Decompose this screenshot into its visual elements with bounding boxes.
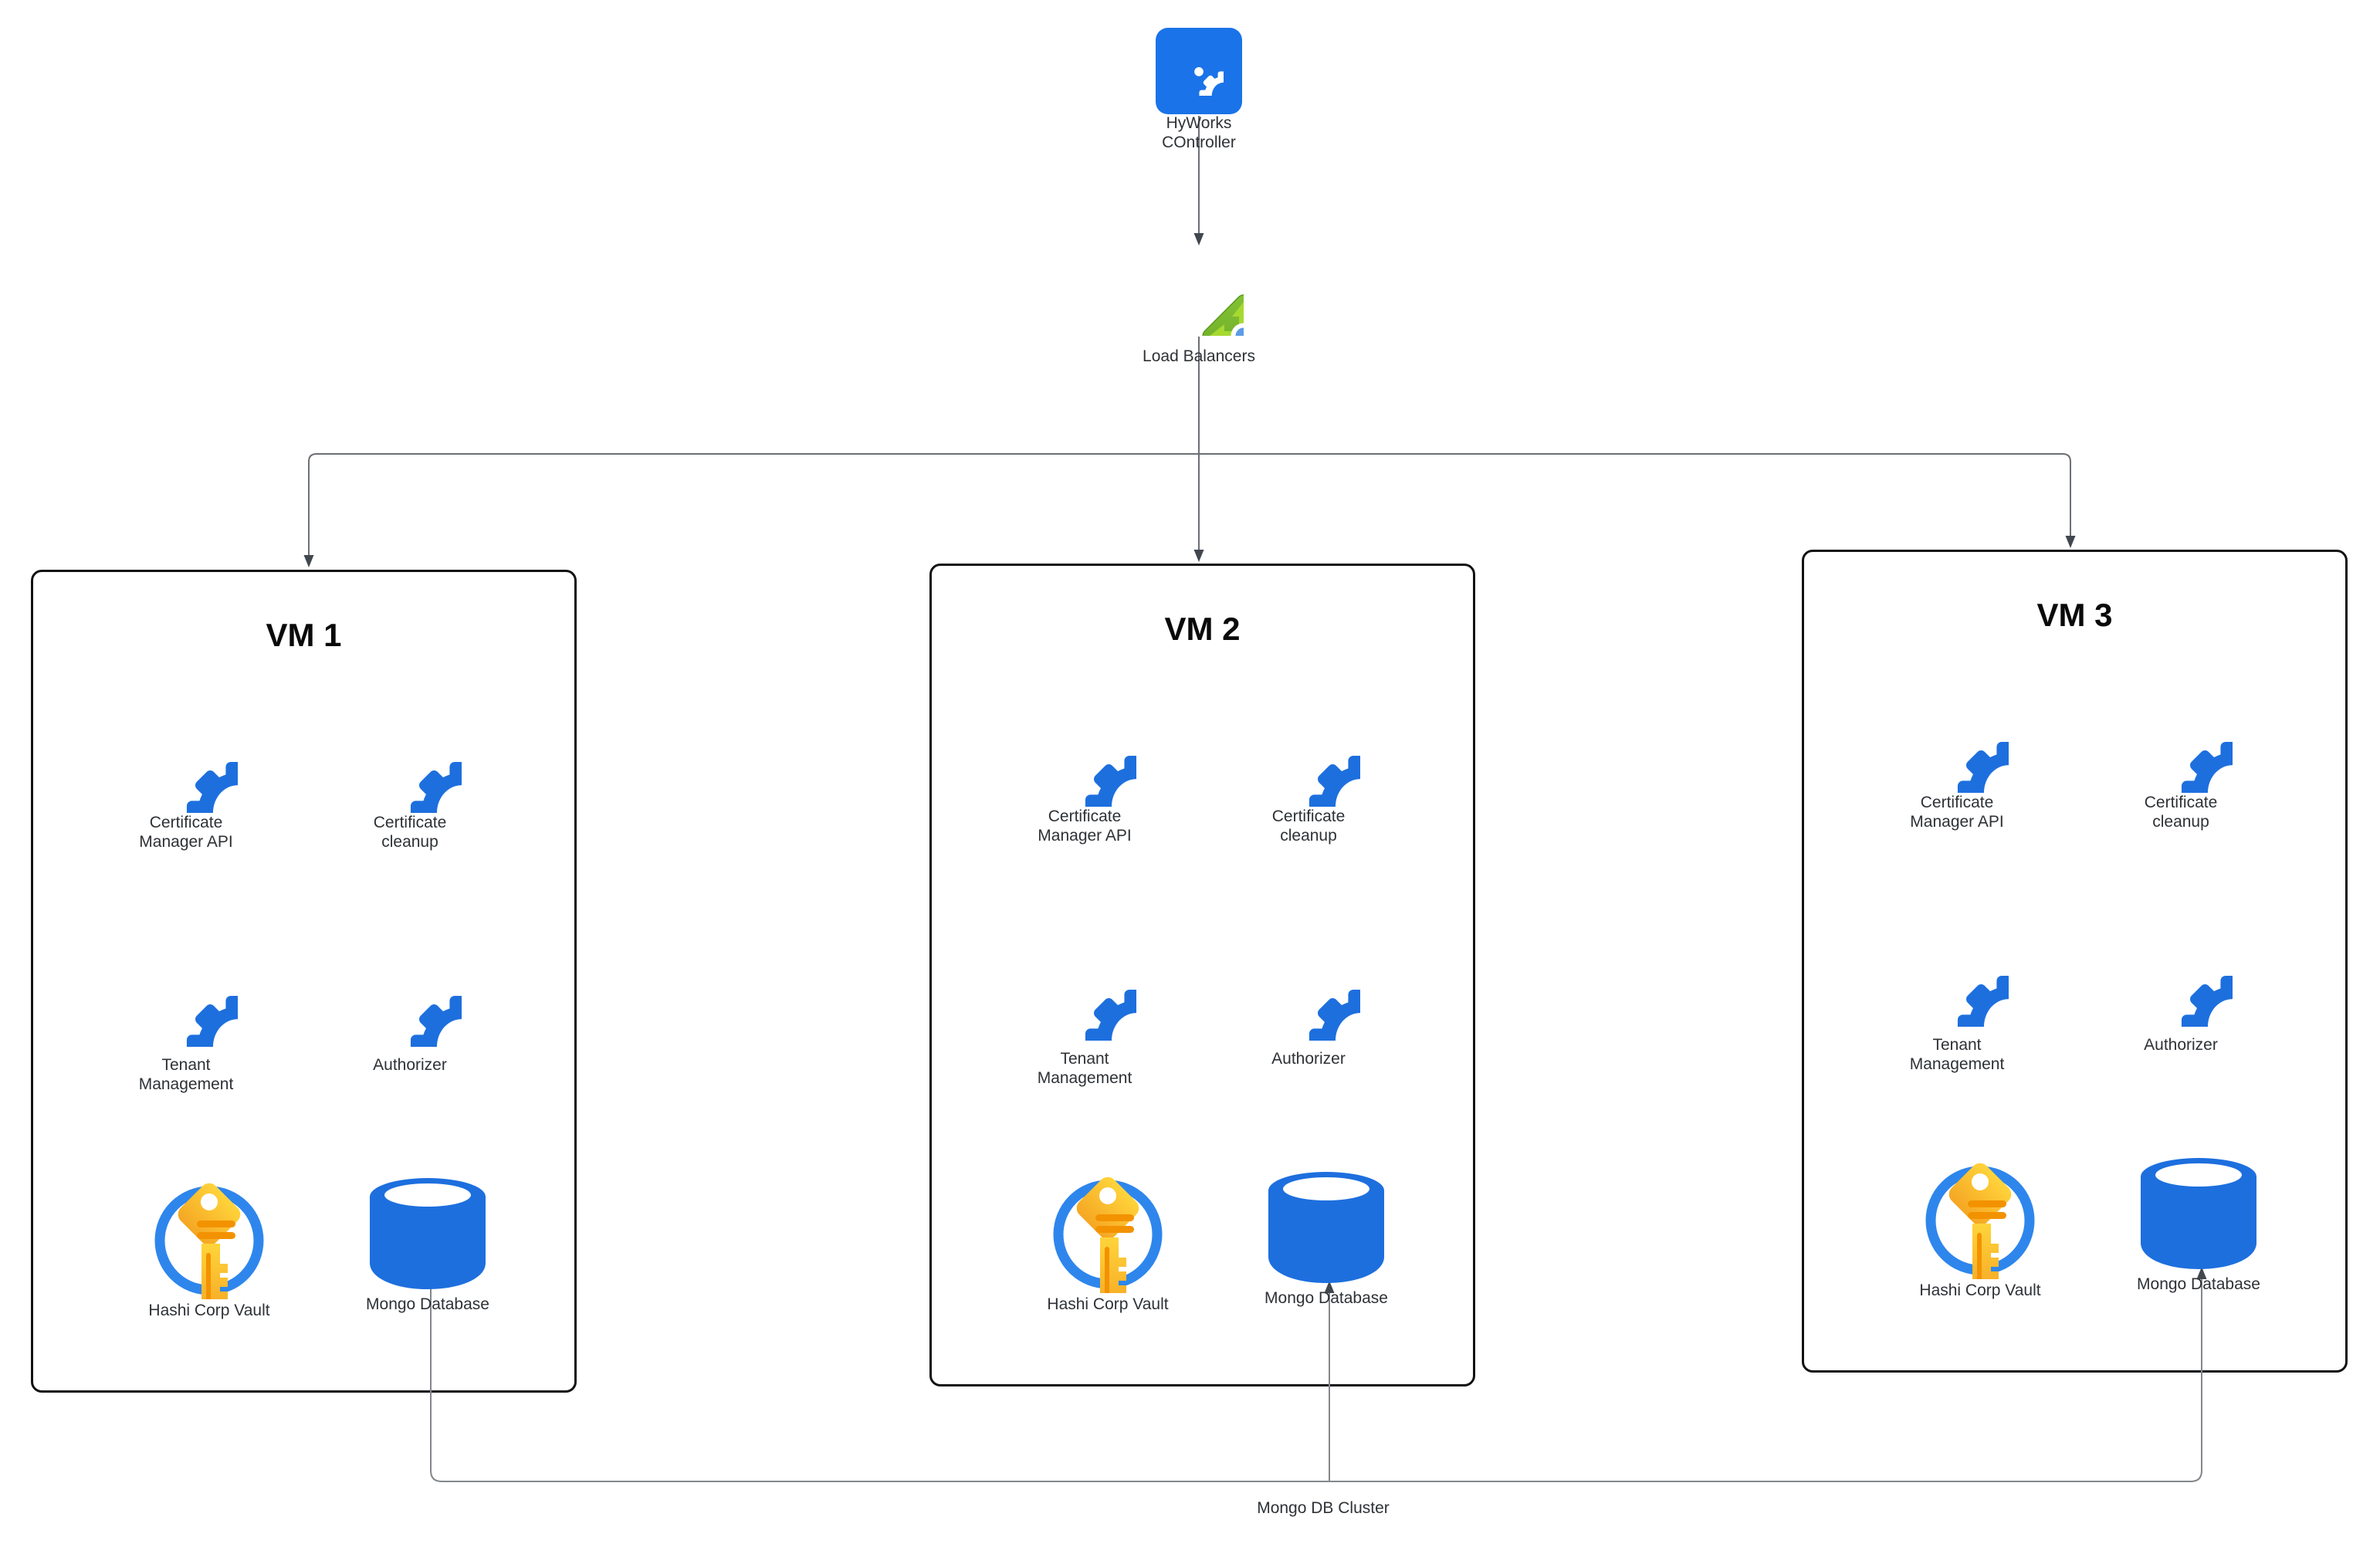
controller-icon — [1156, 28, 1242, 114]
gear-icon — [1194, 67, 1224, 96]
database-icon — [364, 1175, 492, 1291]
arrow-into-vm3 — [2065, 536, 2076, 548]
database-icon — [1262, 1169, 1390, 1285]
gear-icon — [134, 709, 238, 813]
gear-icon — [1905, 923, 2009, 1027]
service-label-certificate-cleanup: Certificate cleanup — [2144, 794, 2218, 831]
arrow-into-vm1 — [303, 555, 314, 567]
database-label: Mongo Database — [366, 1295, 489, 1313]
gear-icon — [2129, 689, 2233, 793]
database-label: Mongo Database — [1264, 1289, 1388, 1307]
service-label-certificate-manager-api: Certificate Manager API — [139, 814, 233, 851]
service-label-certificate-manager-api: Certificate Manager API — [1038, 807, 1132, 845]
vm2-box: VM 2 Certificate Manager API Certificate… — [929, 564, 1475, 1386]
vm1-title: VM 1 — [266, 617, 342, 653]
gear-icon — [1033, 937, 1136, 1041]
vault-label: Hashi Corp Vault — [148, 1302, 270, 1319]
vm3-box: VM 3 Certificate Manager API Certificate… — [1802, 550, 2348, 1373]
vm1-box: VM 1 Certificate Manager API Certificate… — [31, 570, 577, 1393]
vault-key-icon — [147, 1176, 271, 1299]
controller-label: HyWorks COntroller — [1162, 114, 1236, 151]
gear-icon — [1905, 689, 2009, 793]
gear-icon — [358, 709, 462, 813]
service-label-certificate-cleanup: Certificate cleanup — [373, 814, 447, 851]
service-label-tenant-management: Tenant Management — [138, 1056, 234, 1093]
gear-icon — [1257, 703, 1360, 807]
vault-key-icon — [1918, 1156, 2042, 1279]
vault-key-icon — [1046, 1170, 1170, 1293]
mongo-db-cluster-label: Mongo DB Cluster — [1257, 1499, 1390, 1517]
service-label-certificate-manager-api: Certificate Manager API — [1910, 794, 2004, 831]
gear-icon — [1257, 937, 1360, 1041]
service-label-authorizer: Authorizer — [373, 1056, 447, 1074]
service-label-tenant-management: Tenant Management — [1037, 1050, 1132, 1087]
load-balancer-label: Load Balancers — [1143, 347, 1255, 365]
service-label-authorizer: Authorizer — [2144, 1036, 2218, 1054]
load-balancer-icon — [1154, 246, 1244, 336]
vault-label: Hashi Corp Vault — [1047, 1295, 1169, 1313]
gear-icon — [358, 943, 462, 1047]
vm3-title: VM 3 — [2036, 597, 2113, 633]
gear-icon — [134, 943, 238, 1047]
database-label: Mongo Database — [2137, 1275, 2260, 1293]
wire-branch-to-vm1 — [308, 453, 1199, 563]
arrow-into-lb — [1193, 233, 1204, 245]
database-icon — [2135, 1155, 2263, 1271]
vault-label: Hashi Corp Vault — [1919, 1281, 2041, 1299]
service-label-tenant-management: Tenant Management — [1909, 1036, 2005, 1073]
arrow-into-vm2 — [1193, 550, 1204, 562]
gear-icon — [2129, 923, 2233, 1027]
vm2-title: VM 2 — [1164, 611, 1241, 647]
gear-icon — [1033, 703, 1136, 807]
wire-branch-to-vm3 — [1199, 453, 2071, 543]
service-label-certificate-cleanup: Certificate cleanup — [1271, 807, 1346, 845]
service-label-authorizer: Authorizer — [1271, 1050, 1346, 1068]
